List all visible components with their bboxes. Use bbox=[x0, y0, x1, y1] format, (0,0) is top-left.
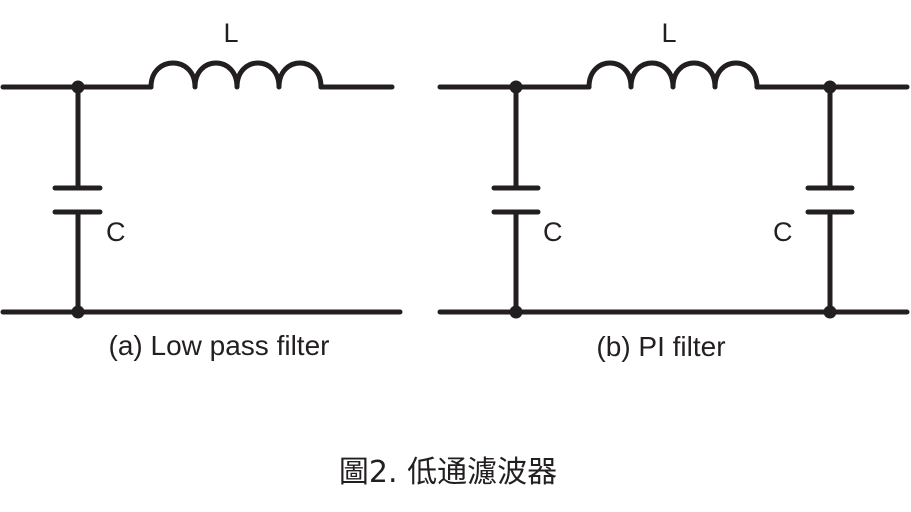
figure-caption: 圖2. 低通濾波器 bbox=[339, 455, 557, 490]
pi-capacitor-right-label: C bbox=[773, 217, 793, 247]
low-pass-inductor-coil bbox=[148, 60, 324, 90]
low-pass-caption: (a) Low pass filter bbox=[109, 330, 330, 361]
low-pass-node-top bbox=[71, 80, 85, 94]
pi-node-bottom-left bbox=[509, 305, 523, 319]
pi-filter-caption: (b) PI filter bbox=[596, 331, 725, 362]
low-pass-capacitor-label: C bbox=[106, 217, 126, 247]
low-pass-inductor-label: L bbox=[223, 18, 238, 48]
pi-capacitor-left-label: C bbox=[543, 217, 563, 247]
pi-inductor-label: L bbox=[661, 18, 676, 48]
pi-inductor-coil bbox=[586, 60, 760, 90]
pi-node-top-right bbox=[823, 80, 837, 94]
low-pass-circuit: L C (a) Low pass filter bbox=[0, 18, 403, 361]
pi-filter-circuit: L C C (b) PI filter bbox=[437, 18, 910, 362]
pi-node-top-left bbox=[509, 80, 523, 94]
pi-node-bottom-right bbox=[823, 305, 837, 319]
low-pass-node-bottom bbox=[71, 305, 85, 319]
